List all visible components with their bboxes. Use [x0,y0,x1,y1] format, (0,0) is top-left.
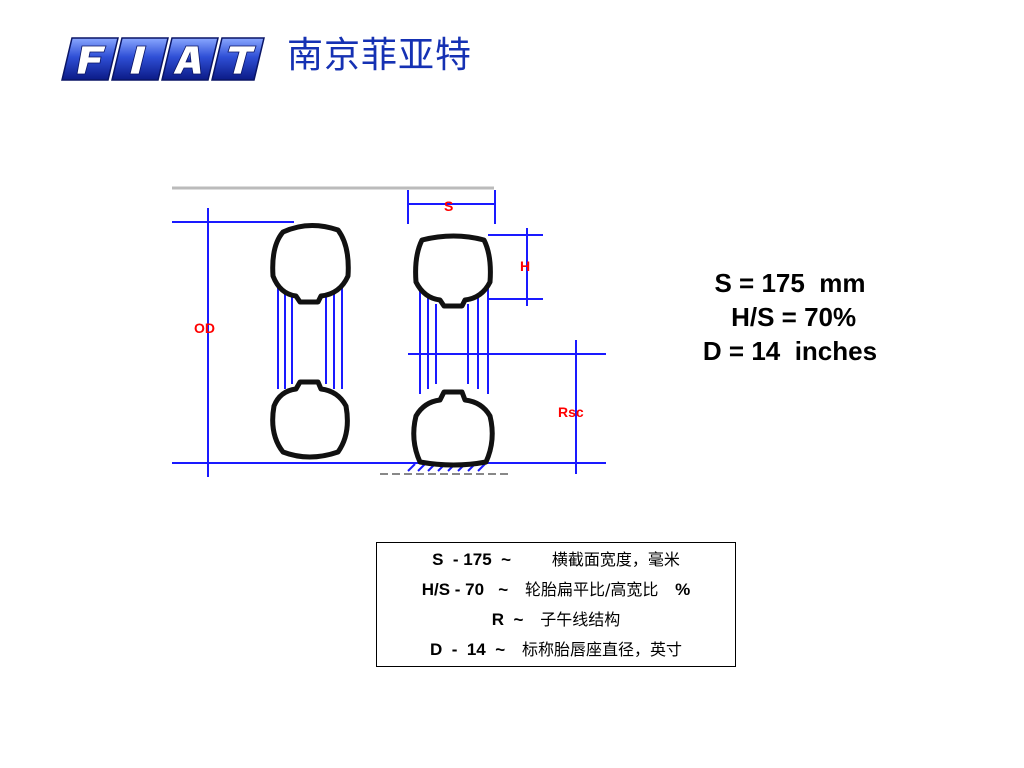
legend-row-r: R ~ 子午线结构 [377,605,735,635]
label-h: H [520,258,530,274]
legend-desc: 横截面宽度，毫米 [551,550,680,569]
label-od: OD [194,320,215,336]
label-rsc: Rsc [558,404,584,420]
spec-section-width: S = 175 mm [714,268,866,298]
left-tire-cross-section [270,223,351,460]
tire-code-legend: S - 175 ~ 横截面宽度，毫米 H/S - 70 ~ 轮胎扁平比/高宽比 … [376,542,736,667]
legend-row-s: S - 175 ~ 横截面宽度，毫米 [377,545,735,575]
fiat-logo [61,37,265,81]
spec-rim-diameter: D = 14 inches [702,336,878,366]
tire-spec-summary: S = 175 mm H/S = 70% D = 14 inches [660,266,920,368]
logo-letters [76,45,257,75]
legend-suffix: % [675,580,691,599]
legend-code: S - 175 ~ [432,550,512,569]
legend-desc: 轮胎扁平比/高宽比 [524,580,659,599]
legend-code: D - 14 ~ [430,640,506,659]
tire-dimension-diagram: OD S H Rsc [172,186,606,477]
page-title: 南京菲亚特 [287,35,473,76]
legend-code: H/S - 70 ~ [421,580,509,599]
legend-desc: 子午线结构 [540,610,621,629]
legend-desc: 标称胎唇座直径，英寸 [521,640,682,659]
spec-aspect-ratio: H/S = 70% [723,302,857,332]
label-s: S [444,198,453,214]
legend-row-d: D - 14 ~ 标称胎唇座直径，英寸 [377,635,735,665]
right-tire-cross-section [411,233,495,468]
legend-code: R ~ [491,610,524,629]
legend-row-hs: H/S - 70 ~ 轮胎扁平比/高宽比 % [377,575,735,605]
